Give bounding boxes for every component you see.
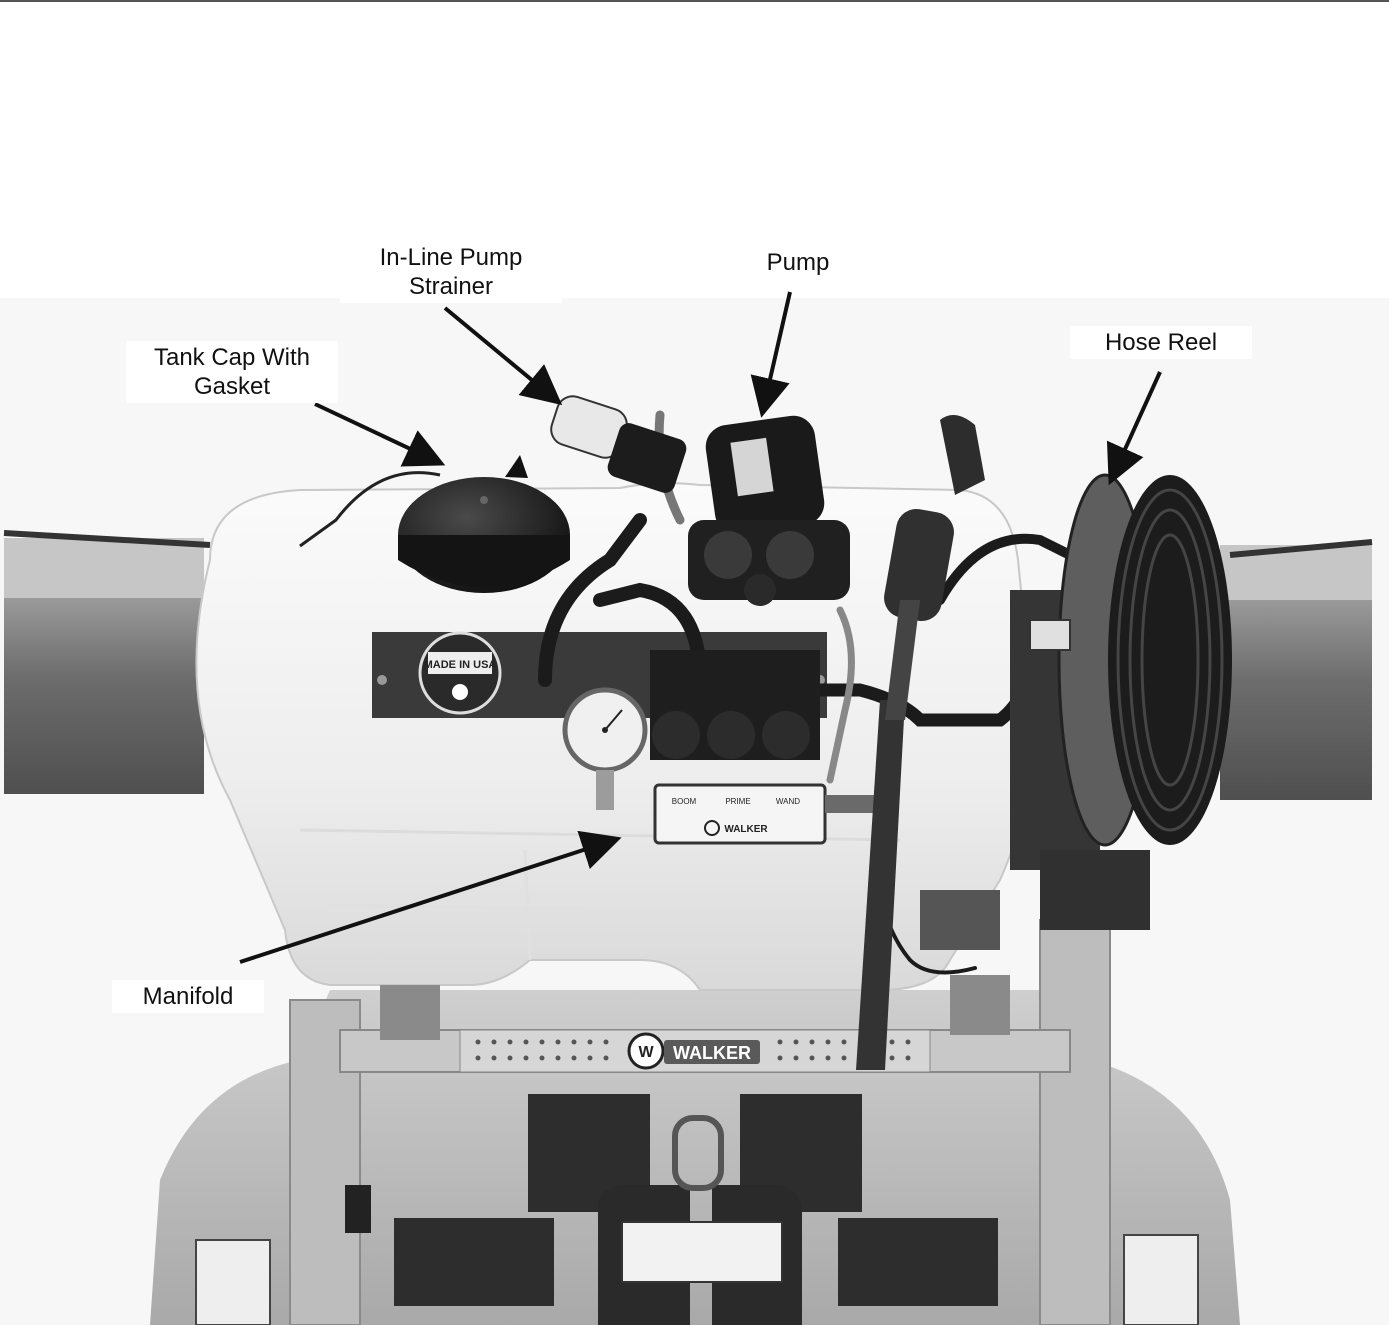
strainer-arrow	[443, 306, 563, 406]
manifold-label: Manifold	[112, 980, 264, 1013]
manifold-brand-text: WALKER	[724, 824, 768, 835]
manifold: BOOM PRIME WAND WALKER	[650, 650, 885, 845]
pump-arrow	[750, 291, 792, 418]
svg-text:W: W	[638, 1044, 654, 1061]
manifold-boom-text: BOOM	[672, 797, 697, 806]
inline-strainer	[550, 395, 687, 493]
tank-brackets	[380, 890, 1010, 1040]
made-in-usa-text: MADE IN USA	[424, 659, 497, 671]
mower-deck: W WALKER	[150, 919, 1240, 1325]
strainer-label: In-Line Pump Strainer	[340, 241, 562, 303]
manifold-wand-text: WAND	[776, 797, 800, 806]
tank-cap	[299, 455, 570, 593]
top-border	[0, 0, 1389, 2]
spray-wand	[856, 415, 985, 1070]
boom-panels	[3, 530, 1373, 800]
pressure-gauge	[562, 687, 648, 810]
manifold-arrow	[239, 830, 622, 964]
frame-brand-text: WALKER	[673, 1043, 751, 1063]
hose-reel	[1010, 473, 1232, 930]
hose-reel-arrow	[1106, 371, 1162, 486]
tank-cap-label: Tank Cap With Gasket	[126, 341, 338, 403]
hose-reel-label: Hose Reel	[1070, 326, 1252, 359]
manifold-prime-text: PRIME	[725, 797, 750, 806]
pump	[688, 415, 850, 606]
callout-arrows	[239, 291, 1162, 964]
tank-cap-arrow	[314, 402, 446, 467]
pump-label: Pump	[732, 246, 864, 279]
